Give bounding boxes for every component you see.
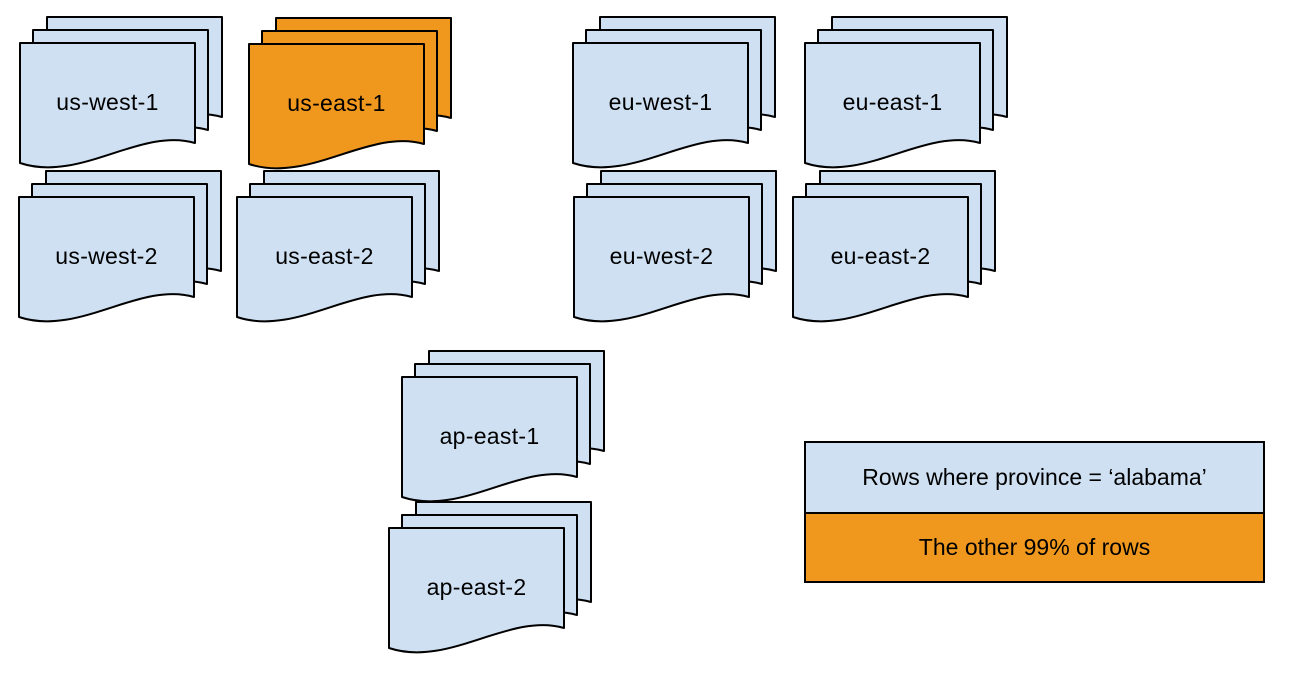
region-stack-eu-east-2: eu-east-2 (792, 170, 997, 325)
region-label: ap-east-1 (439, 422, 540, 449)
region-stack-us-west-1: us-west-1 (19, 16, 224, 171)
legend-row-other: The other 99% of rows (806, 512, 1263, 581)
region-stack-eu-east-1: eu-east-1 (804, 16, 1009, 171)
region-label: us-east-2 (275, 242, 374, 269)
region-label: us-west-2 (55, 242, 158, 269)
region-stack-us-east-1: us-east-1 (248, 17, 453, 172)
document-page-front (401, 376, 578, 503)
region-label: us-east-1 (287, 89, 386, 116)
document-stack-icon (388, 501, 592, 654)
region-label: eu-east-1 (842, 88, 943, 115)
region-stack-us-west-2: us-west-2 (18, 170, 223, 325)
document-stack-icon (19, 16, 223, 169)
legend-row-alabama: Rows where province = ‘alabama’ (806, 443, 1263, 512)
document-stack-icon (248, 17, 452, 170)
legend: Rows where province = ‘alabama’ The othe… (804, 441, 1265, 583)
region-label: eu-west-1 (608, 88, 713, 115)
document-page-front (804, 42, 981, 169)
document-stack-icon (18, 170, 222, 323)
document-stack-icon (401, 350, 605, 503)
document-page-front (248, 43, 425, 170)
region-stack-eu-west-2: eu-west-2 (573, 170, 778, 325)
document-page-front (573, 196, 750, 323)
document-page-front (388, 527, 565, 654)
region-stack-eu-west-1: eu-west-1 (572, 16, 777, 171)
document-page-front (18, 196, 195, 323)
region-label: ap-east-2 (426, 573, 527, 600)
document-page-front (792, 196, 969, 323)
region-label: us-west-1 (56, 88, 159, 115)
region-label: eu-east-2 (830, 242, 931, 269)
document-stack-icon (792, 170, 996, 323)
document-stack-icon (572, 16, 776, 169)
document-page-front (19, 42, 196, 169)
document-stack-icon (236, 170, 440, 323)
region-stack-ap-east-2: ap-east-2 (388, 501, 593, 656)
legend-label-other: The other 99% of rows (918, 534, 1151, 560)
legend-label-alabama: Rows where province = ‘alabama’ (862, 464, 1207, 490)
region-stack-ap-east-1: ap-east-1 (401, 350, 606, 505)
document-page-front (572, 42, 749, 169)
region-label: eu-west-2 (609, 242, 714, 269)
document-page-front (236, 196, 413, 323)
document-stack-icon (804, 16, 1008, 169)
region-stack-us-east-2: us-east-2 (236, 170, 441, 325)
document-stack-icon (573, 170, 777, 323)
